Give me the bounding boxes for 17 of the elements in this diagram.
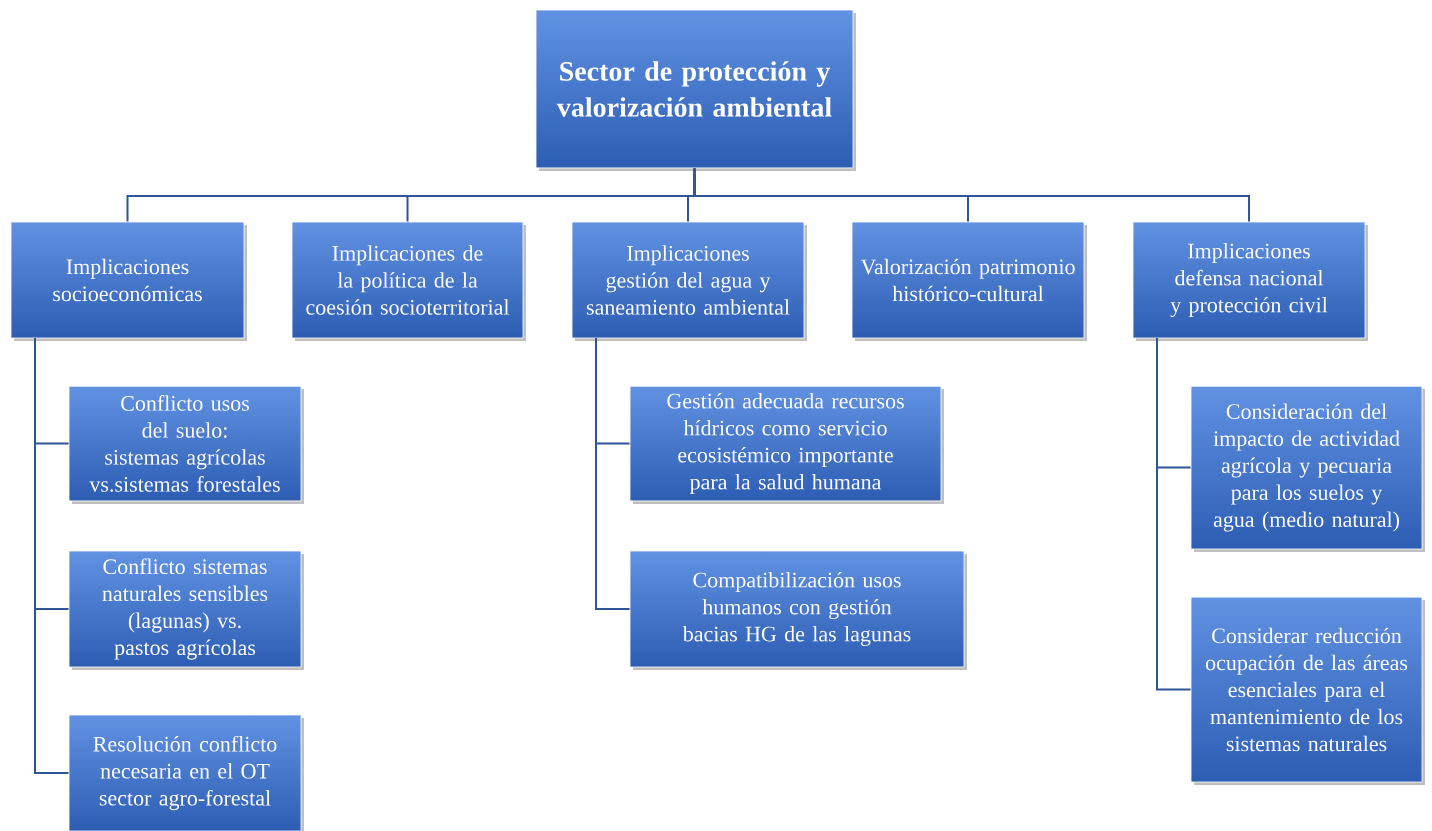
item-box: Gestión adecuada recursos hídricos como servicio ecosistémico importante para la salud humana [629,385,944,504]
title-box: Sector de protección y valorización ambiental [535,9,856,171]
item-box: Consideración del impacto de actividad agrícola y pecuaria para los suelos y agua (medio natural) [1190,385,1425,552]
connector-line [34,337,70,774]
item-box: Conflicto sistemas naturales sensibles (lagunas) vs. pastos agrícolas [68,550,304,670]
category-box: Implicaciones de la política de la coesión socioterritorial [291,221,526,341]
category-box: Implicaciones gestión del agua y saneamiento ambiental [571,221,807,341]
connector-line [1156,337,1192,691]
category-box: Implicaciones socioeconómicas [10,221,247,341]
connector-line [595,337,631,610]
item-box: Conflicto usos del suelo: sistemas agrícolas vs.sistemas forestales [68,385,304,504]
connector-line [693,167,1250,223]
category-box: Valorización patrimonio histórico-cultural [851,221,1087,341]
item-box: Considerar reducción ocupación de las áreas esenciales para el mantenimiento de los sistemas naturales [1190,596,1425,785]
item-box: Resolución conflicto necesaria en el OT sector agro-forestal [68,714,304,831]
category-box: Implicaciones defensa nacional y protección civil [1132,221,1368,341]
item-box: Compatibilización usos humanos con gestión bacias HG de las lagunas [629,550,967,670]
